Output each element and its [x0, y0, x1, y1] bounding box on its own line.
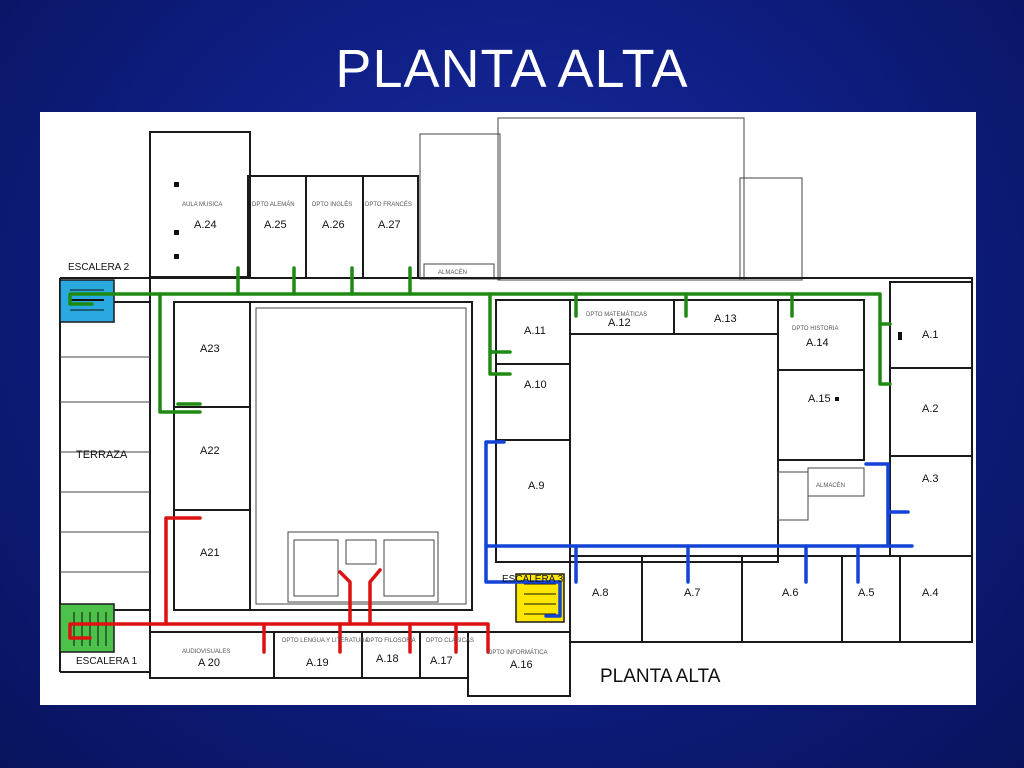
route-green	[68, 266, 892, 414]
route-blue	[484, 440, 914, 618]
room-a20-code: A 20	[198, 657, 220, 669]
walls	[59, 117, 973, 697]
room-a17-code: A.17	[430, 655, 453, 667]
room-a26-dept: DPTO INGLÉS	[312, 201, 352, 208]
room-a12-code: A.12	[608, 317, 631, 329]
room-labels: AULA MUSICA A.24 DPTO ALEMÁN A.25 DPTO I…	[182, 201, 939, 671]
room-a24-code: A.24	[194, 219, 217, 231]
room-a14-code: A.14	[806, 337, 829, 349]
room-a2-code: A.2	[922, 403, 939, 415]
room-a26-code: A.26	[322, 219, 345, 231]
staircase-2	[59, 279, 115, 323]
almacen-right-label: ALMACÉN	[816, 482, 845, 489]
route-red	[68, 516, 490, 654]
room-a19-dept: DPTO LENGUA Y LITERATURA	[282, 638, 369, 644]
room-a25-dept: DPTO ALEMÁN	[252, 201, 295, 208]
room-a15-code: A.15	[808, 393, 831, 405]
room-a14-dept: DPTO HISTORIA	[792, 326, 838, 332]
room-a4-code: A.4	[922, 587, 939, 599]
room-a3-code: A.3	[922, 473, 939, 485]
room-a7-code: A.7	[684, 587, 701, 599]
room-a18-dept: DPTO FILOSOFÍA	[366, 637, 416, 644]
room-a21-code: A21	[200, 547, 220, 559]
room-a9-code: A.9	[528, 480, 545, 492]
slide-title: PLANTA ALTA	[335, 39, 689, 99]
room-a22-code: A22	[200, 445, 220, 457]
escalera-2-label: ESCALERA 2	[68, 262, 130, 273]
room-a18-code: A.18	[376, 653, 399, 665]
room-a16-code: A.16	[510, 659, 533, 671]
room-a17-dept: DPTO CLÁSICAS	[426, 637, 474, 644]
room-a12-dept: DPTO MATEMÁTICAS	[586, 311, 647, 318]
room-a20-dept: AUDIOVISUALES	[182, 649, 230, 655]
room-a24-dept: AULA MUSICA	[182, 202, 222, 208]
room-a23-code: A23	[200, 343, 220, 355]
escalera-1-label: ESCALERA 1	[76, 656, 138, 667]
escalera-3-label: ESCALERA 3	[502, 574, 564, 585]
floor-plan-drawing: AULA MUSICA A.24 DPTO ALEMÁN A.25 DPTO I…	[59, 117, 973, 697]
room-a27-dept: DPTO FRANCÉS	[365, 201, 412, 208]
room-a27-code: A.27	[378, 219, 401, 231]
room-a11-code: A.11	[524, 325, 546, 337]
room-a25-code: A.25	[264, 219, 287, 231]
terraza-label: TERRAZA	[76, 449, 128, 461]
staircase-1	[59, 603, 115, 653]
room-a13-code: A.13	[714, 313, 737, 325]
floor-plan: AULA MUSICA A.24 DPTO ALEMÁN A.25 DPTO I…	[40, 112, 976, 705]
room-a10-code: A.10	[524, 379, 547, 391]
almacen-top-label: ALMACÉN	[438, 269, 467, 276]
room-a8-code: A.8	[592, 587, 609, 599]
room-a6-code: A.6	[782, 587, 799, 599]
room-a16-dept: DPTO INFORMÁTICA	[488, 649, 548, 656]
room-a19-code: A.19	[306, 657, 329, 669]
room-a1-code: A.1	[922, 329, 939, 341]
area-labels: ESCALERA 2 ESCALERA 1 ESCALERA 3 TERRAZA…	[68, 262, 845, 687]
room-a5-code: A.5	[858, 587, 875, 599]
plan-footer-title: PLANTA ALTA	[600, 666, 721, 687]
